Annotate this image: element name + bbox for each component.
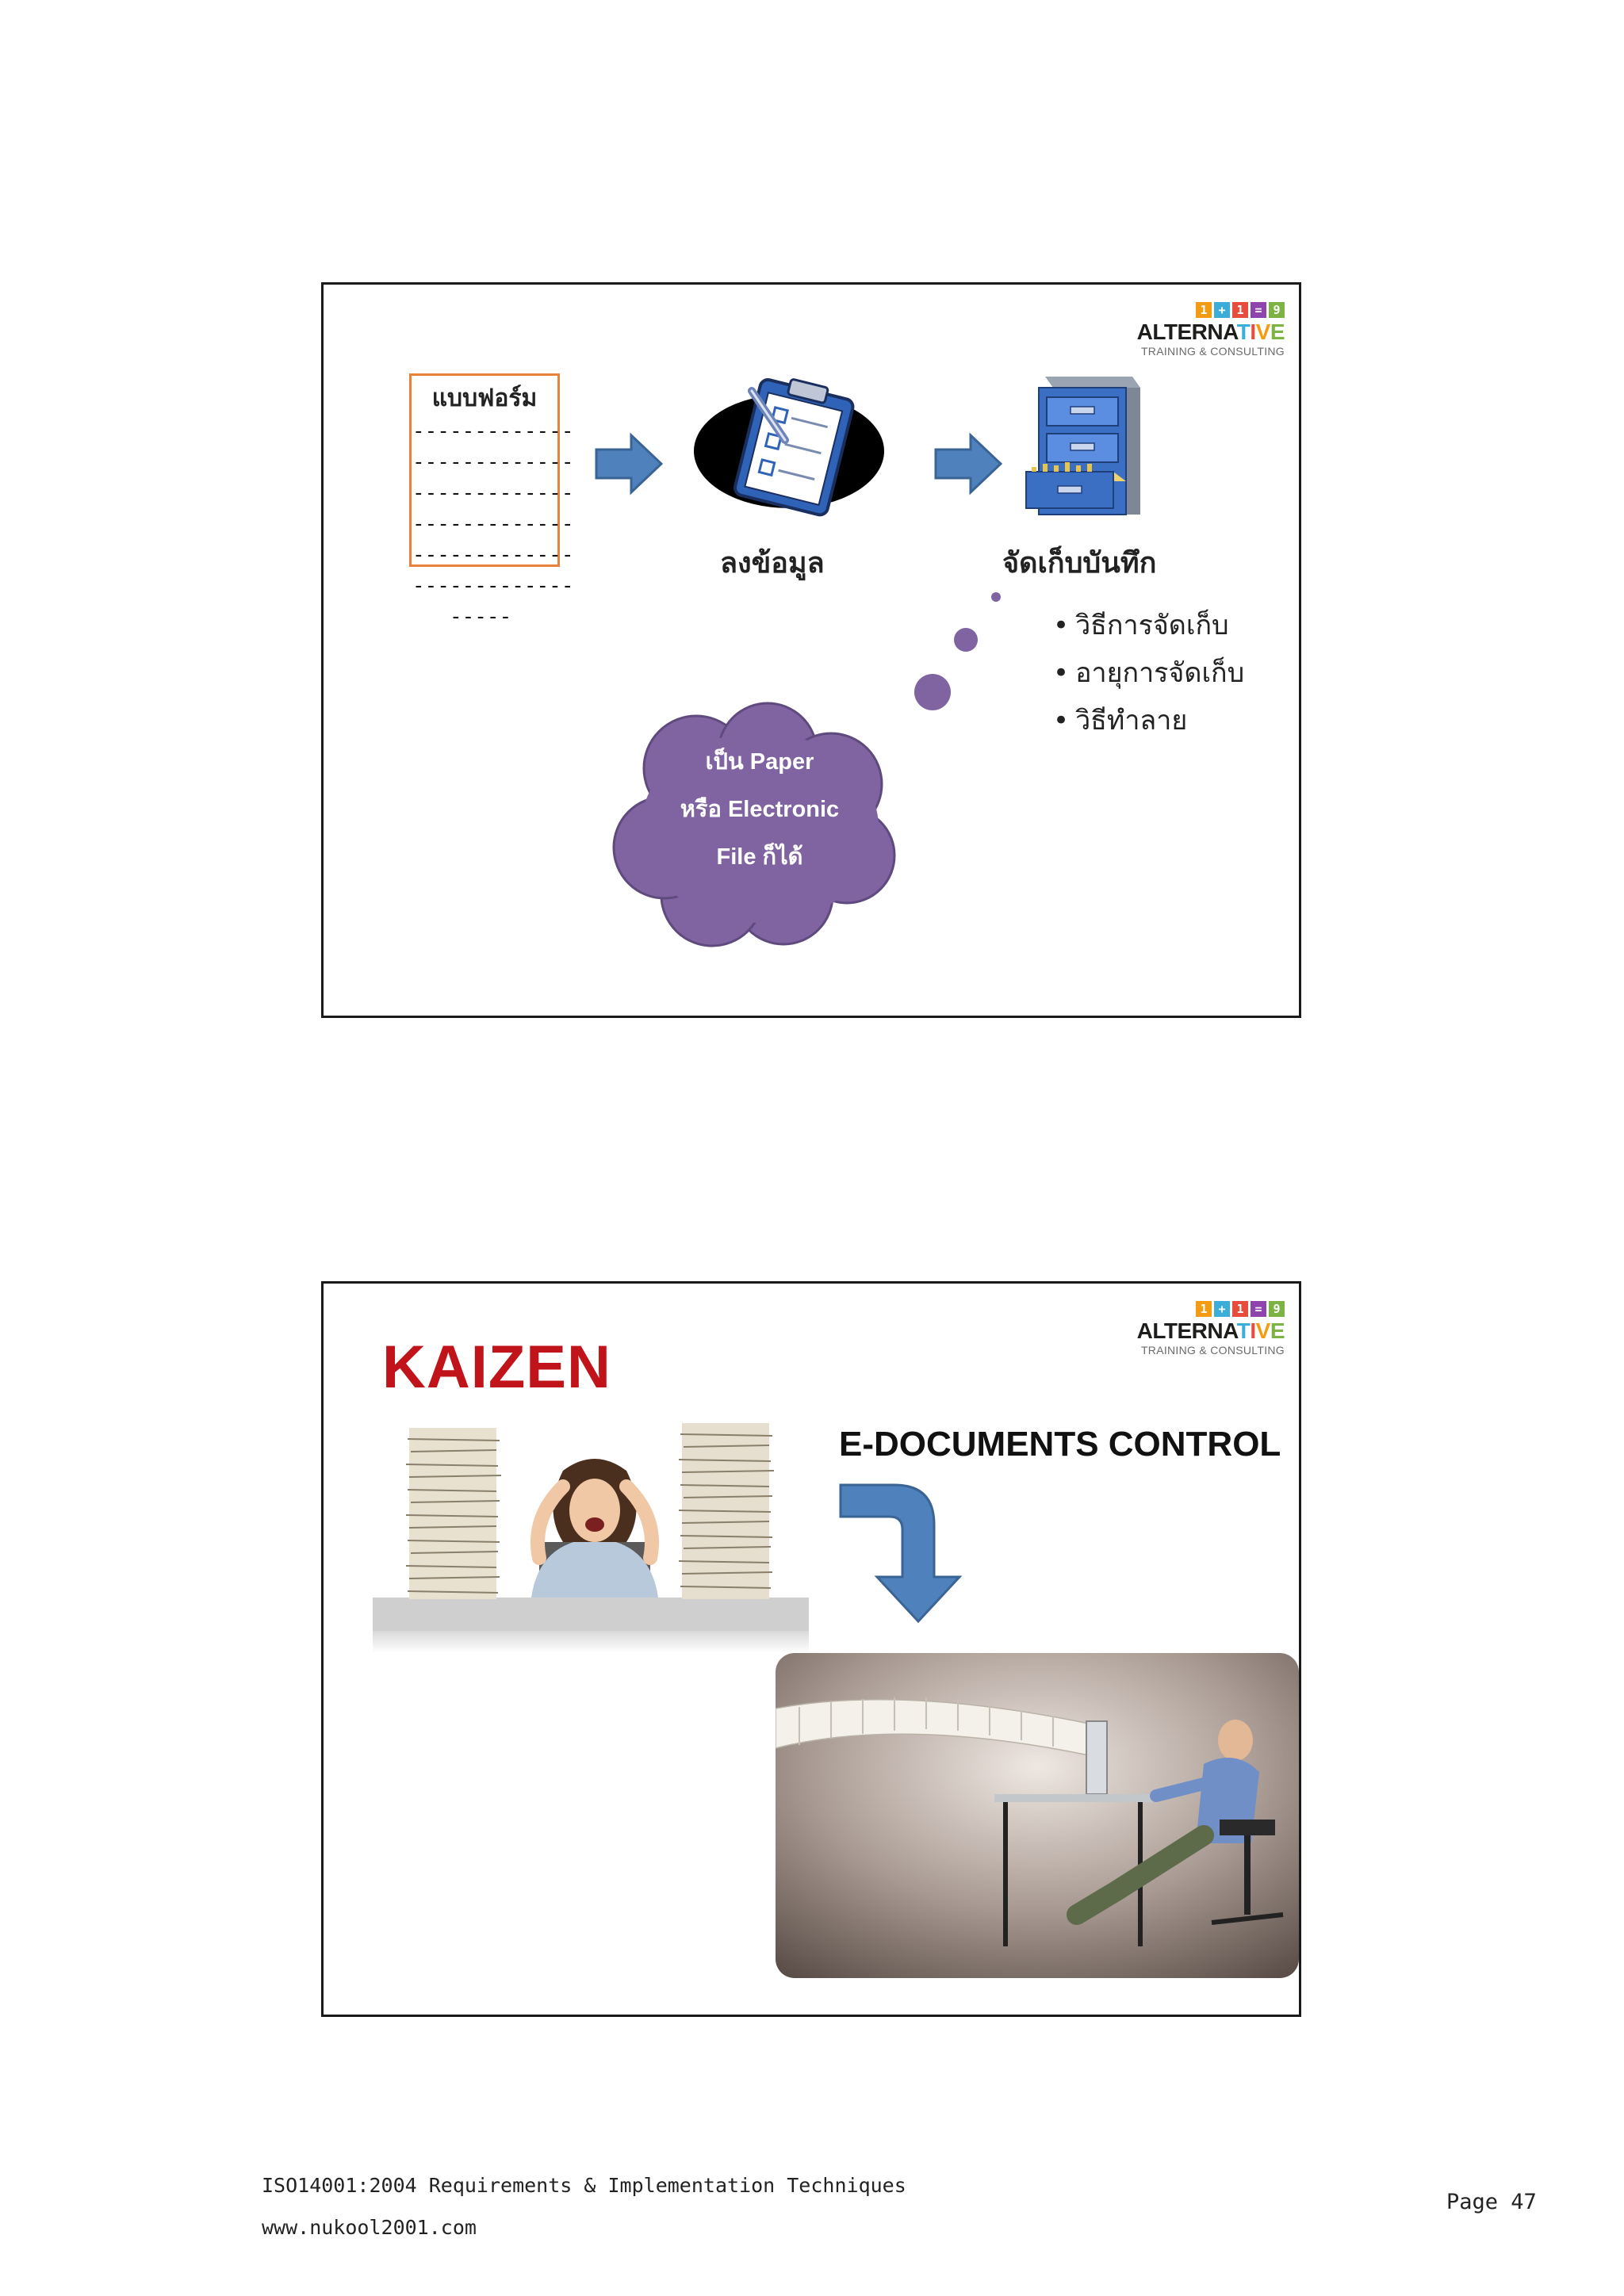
form-box: [409, 373, 560, 567]
form-title: แบบฟอร์ม: [431, 385, 538, 412]
step-label-enter-data: ลงข้อมูล: [720, 547, 825, 580]
curved-down-arrow-icon: [839, 1483, 963, 1624]
alternative-logo: 1 + 1 = 9 ALTERNATIVE TRAINING & CONSULT…: [1126, 302, 1285, 358]
slide-title: KAIZEN: [382, 1334, 611, 1401]
thought-cloud: เป็น Paper หรือ Electronic File ก็ได้: [609, 697, 910, 951]
cloud-shape: [612, 702, 896, 947]
alternative-logo: 1 + 1 = 9 ALTERNATIVE TRAINING & CONSULT…: [1126, 1301, 1285, 1357]
clipboard-icon: [694, 377, 884, 517]
page-number: Page 47: [1446, 2190, 1537, 2214]
filing-cabinet-icon: [1025, 377, 1140, 515]
logo-wordmark: ALTERNATIVE: [1136, 320, 1285, 344]
slide-kaizen: 1 + 1 = 9 ALTERNATIVE TRAINING & CONSULT…: [321, 1281, 1301, 2017]
footer-title: ISO14001:2004 Requirements & Implementat…: [262, 2174, 906, 2197]
logo-wordmark: ALTERNATIVE: [1136, 1318, 1285, 1343]
form-lines: ------------- ------------- ------------…: [412, 419, 574, 629]
logo-equation: 1 + 1 = 9: [1196, 302, 1285, 318]
flying-documents-photo: [776, 1653, 1299, 1978]
slide-subtitle: E-DOCUMENTS CONTROL: [839, 1425, 1281, 1464]
footer-website-link[interactable]: www.nukool2001.com: [262, 2216, 477, 2239]
list-item: วิธีทำลาย: [1053, 697, 1244, 744]
logo-subtitle: TRAINING & CONSULTING: [1140, 1344, 1285, 1357]
logo-equation: 1 + 1 = 9: [1196, 1301, 1285, 1317]
logo-subtitle: TRAINING & CONSULTING: [1140, 345, 1285, 358]
list-item: อายุการจัดเก็บ: [1053, 649, 1244, 697]
cloud-text: เป็น Paper หรือ Electronic File ก็ได้: [680, 749, 840, 870]
step-label-store-records: จัดเก็บบันทึก: [1002, 547, 1157, 580]
slide-records-flow: 1 + 1 = 9 ALTERNATIVE TRAINING & CONSULT…: [321, 282, 1301, 1018]
right-arrow-icon: [595, 432, 663, 496]
list-item: วิธีการจัดเก็บ: [1053, 602, 1244, 649]
right-arrow-icon: [934, 432, 1002, 496]
paper-stacks-photo: [373, 1423, 809, 1653]
thought-trail: [914, 592, 1001, 710]
records-bullet-list: วิธีการจัดเก็บ อายุการจัดเก็บ วิธีทำลาย: [1053, 602, 1244, 744]
